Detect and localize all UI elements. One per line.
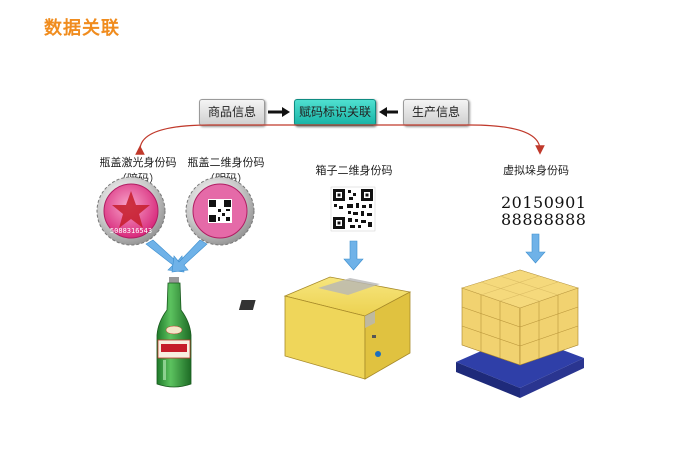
arrow-into-center-from-right	[379, 107, 398, 117]
arrow-cap-qr-to-bottle	[171, 239, 208, 273]
association-link-line	[135, 124, 545, 155]
virtual-pallet-code-label: 虚拟垛身份码	[503, 164, 569, 177]
arrow-code-to-pallet	[525, 233, 546, 264]
cap-laser-code-title: 瓶盖激光身份码	[99, 156, 177, 169]
beer-bottle	[156, 277, 192, 388]
box-qr-code-label: 箱子二维身份码	[315, 164, 393, 177]
bottle-cap-laser: 5088316543	[96, 176, 166, 246]
case-qr-code	[330, 186, 376, 232]
product-info-label: 商品信息	[207, 105, 256, 119]
cap-qr-code-title: 瓶盖二维身份码	[187, 156, 265, 169]
virtual-code-line1: 20150901	[501, 193, 587, 212]
page-title: 数据关联	[44, 18, 120, 39]
virtual-code-line2: 88888888	[501, 210, 587, 229]
cap-code-text: 5088316543	[110, 227, 152, 235]
arrow-into-center-from-left	[268, 107, 290, 117]
pallet-stack	[456, 269, 584, 398]
code-association-label: 赋码标识关联	[298, 105, 371, 119]
production-info-label: 生产信息	[411, 105, 460, 119]
arrow-qr-to-case	[343, 240, 364, 271]
cardboard-case	[238, 276, 412, 380]
bottle-cap-qr	[185, 176, 255, 246]
code-association-box: 赋码标识关联	[294, 99, 376, 126]
